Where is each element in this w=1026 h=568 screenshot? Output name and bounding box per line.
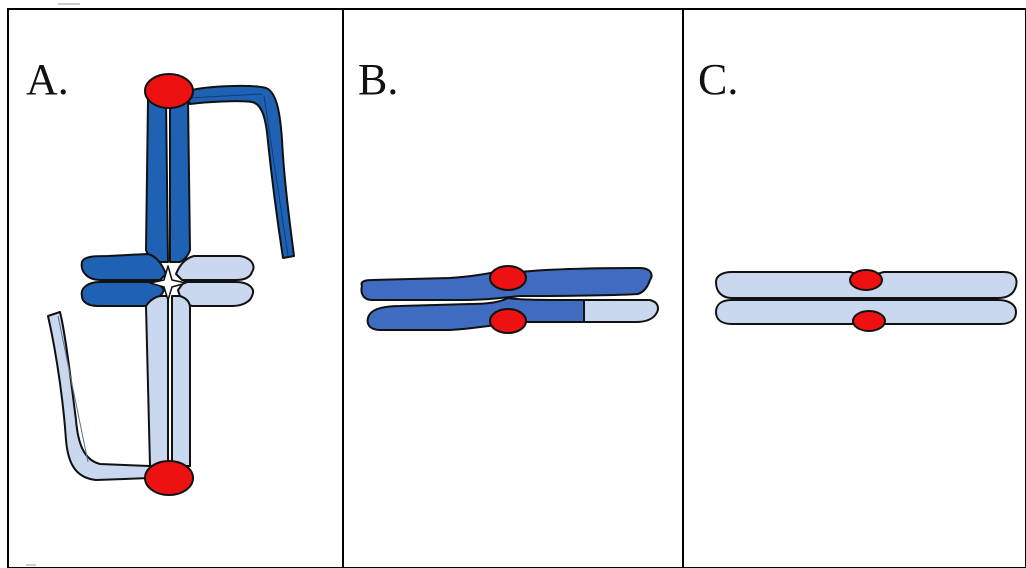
dark-upper-chromatid-left: [145, 99, 169, 263]
b-lower-chromatid-dark: [366, 297, 585, 331]
panel-c-diagram: [715, 269, 1018, 332]
dark-upper-chromatid-right: [169, 99, 191, 263]
panel-label-a: A.: [26, 55, 69, 104]
b-centromere-upper: [489, 265, 527, 291]
dark-bent-arm: [185, 84, 295, 259]
light-lower-chromatid-left: [145, 295, 169, 467]
b-lower-chromatid-light: [583, 299, 659, 323]
panel-a-diagram: [47, 73, 295, 496]
centromere-bottom: [144, 460, 194, 496]
centromere-top: [144, 73, 194, 109]
light-lower-chromatid-right: [171, 295, 191, 467]
crossover-junction: [149, 265, 187, 301]
c-centromere-upper: [849, 269, 883, 291]
light-right-arm-upper: [175, 255, 255, 281]
panel-label-c: C.: [698, 55, 738, 104]
b-centromere-lower: [489, 308, 527, 334]
c-centromere-lower: [852, 310, 886, 332]
dark-left-arm-upper: [80, 253, 167, 281]
panel-label-b: B.: [358, 55, 398, 104]
panel-b-diagram: [360, 265, 659, 334]
